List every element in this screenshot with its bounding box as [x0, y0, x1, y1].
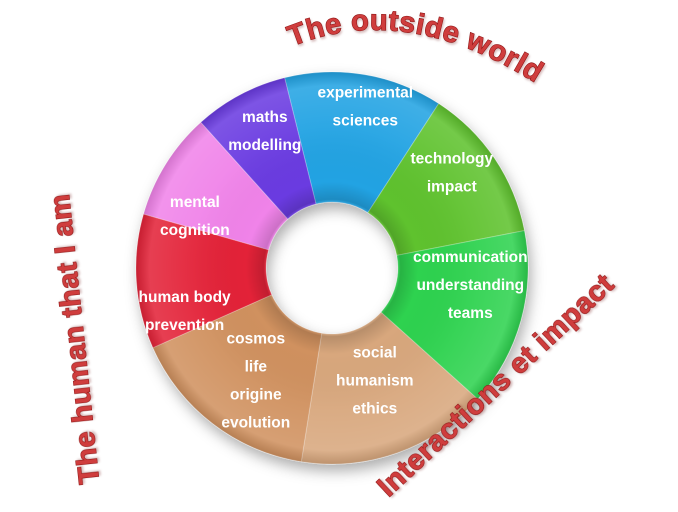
- curved-label-human-that-i-am: The human that I am: [44, 192, 106, 485]
